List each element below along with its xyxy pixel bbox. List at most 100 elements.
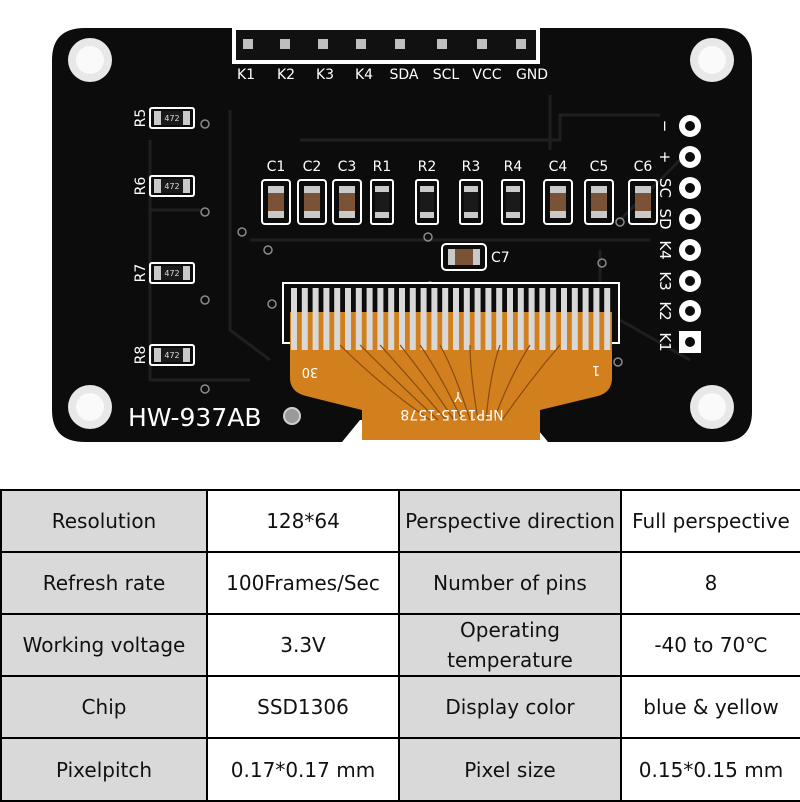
flex-pin [463,288,470,350]
side-pin-label: K1 [656,332,674,351]
spec-label: Number of pins [398,551,622,615]
flex-pin [291,288,297,350]
flex-pin-first: 1 [592,362,600,377]
flex-pin [474,288,481,350]
flex-pin-last: 30 [302,364,319,379]
flex-pin [420,288,427,350]
component-label: R7 [133,264,149,283]
table-row: Working voltage 3.3V Operating temperatu… [0,613,800,677]
pin-label: K4 [355,67,373,83]
resistor-code: 472 [164,351,179,360]
spec-value: 128*64 [206,489,400,553]
side-pin-label: + [656,151,674,164]
flex-pin [539,288,546,350]
flex-pin [334,288,341,350]
flex-pin [301,288,308,350]
oled-module-photo: K1 K2 K3 K4 SDA SCL VCC GND − + SC SD [52,26,752,442]
flex-pin [604,288,611,350]
spec-label: Operating temperature [398,613,622,677]
flex-pin [388,288,395,350]
side-pin-label: − [656,120,674,133]
flex-part-label: NFP1315-1578 [400,406,503,422]
flex-pin [345,288,351,350]
component-label: C1 [267,159,286,175]
spec-label: Resolution [0,489,208,553]
pin-label: SCL [433,67,460,83]
flex-pin [561,288,567,350]
mounting-holes [68,38,734,429]
flex-pin [571,288,578,350]
pin-label: VCC [472,67,501,83]
table-row: Chip SSD1306 Display color blue & yellow [0,675,800,739]
spec-label: Chip [0,675,208,739]
flex-mark: Y [454,388,463,403]
spec-label: Perspective direction [398,489,622,553]
component-label: C4 [549,159,568,175]
spec-label: Display color [398,675,622,739]
component-label: R8 [133,346,149,365]
flex-pin [409,288,416,350]
spec-value: 0.17*0.17 mm [206,737,400,802]
flex-pin [453,288,459,350]
component-label: R6 [133,177,149,196]
board-model-label: HW-937AB [128,403,262,432]
component-label: C5 [590,159,609,175]
pin-label: K2 [277,67,295,83]
side-pin-label: K3 [656,271,674,290]
resistor-code: 472 [164,114,179,123]
side-pin-label: K2 [656,301,674,320]
capacitor-c7: C7 [441,243,510,271]
spec-value: Full perspective [620,489,800,553]
table-row: Refresh rate 100Frames/Sec Number of pin… [0,551,800,615]
side-pin-label: K4 [656,240,674,259]
pin-label: K3 [316,67,334,83]
resistor-code: 472 [164,269,179,278]
flex-pin [355,288,362,350]
side-pin-label: SC [656,178,674,198]
table-row: Resolution 128*64 Perspective direction … [0,489,800,553]
flex-pin [507,288,513,350]
flex-pin [517,288,524,350]
spec-value: SSD1306 [206,675,400,739]
flex-pin [399,288,405,350]
flex-pin [312,288,319,350]
spec-label: Pixelpitch [0,737,208,802]
pin-label: K1 [237,67,255,83]
table-row: Pixelpitch 0.17*0.17 mm Pixel size 0.15*… [0,737,800,802]
spec-label: Refresh rate [0,551,208,615]
spec-value: -40 to 70℃ [620,613,800,677]
pin-label: SDA [390,67,419,83]
component-label: R4 [504,159,523,175]
component-label: C7 [491,250,510,266]
flex-pin [442,288,449,350]
side-pin-label: SD [656,208,674,229]
spec-label: Pixel size [398,737,622,802]
component-row: C1 C2 C3 R1 R2 R3 R4 C4 C5 C6 [261,159,658,225]
component-label: R5 [133,109,149,128]
pin-label: GND [516,67,548,83]
spec-value: 3.3V [206,613,400,677]
resistor-code: 472 [164,182,179,191]
flex-ribbon-cable: 30 1 Y NFP1315-1578 [282,282,620,440]
flex-pin [582,288,589,350]
component-label: R3 [462,159,481,175]
flex-pin [485,288,492,350]
spec-value: 100Frames/Sec [206,551,400,615]
component-label: C3 [338,159,357,175]
side-resistors: 472 472 472 472 R5 R6 R7 R8 [133,107,195,366]
spec-value: blue & yellow [620,675,800,739]
spec-value: 0.15*0.15 mm [620,737,800,802]
component-label: C6 [634,159,653,175]
component-label: R1 [373,159,392,175]
flex-pin [377,288,384,350]
side-pin-header: − + SC SD K4 K3 K2 K1 [656,115,701,353]
flex-pin [366,288,373,350]
component-label: C2 [303,159,322,175]
spec-label: Working voltage [0,613,208,677]
component-label: R2 [418,159,437,175]
flex-pin [323,288,330,350]
flex-pin [550,288,557,350]
flex-pin [496,288,503,350]
spec-table: Resolution 128*64 Perspective direction … [0,489,800,802]
top-pin-header: K1 K2 K3 K4 SDA SCL VCC GND [232,26,548,83]
